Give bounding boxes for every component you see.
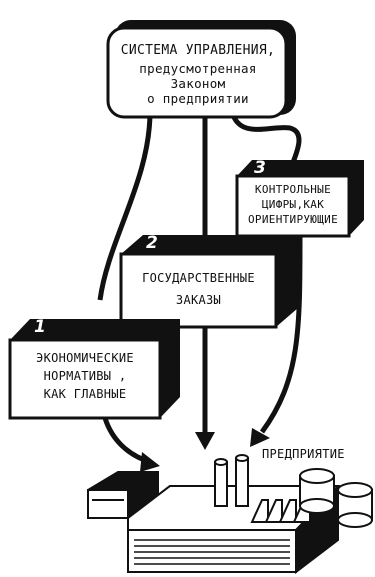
box3-line3: ОРИЕНТИРУЮЩИЕ <box>248 213 338 226</box>
arrowheads <box>140 428 270 472</box>
box1-line1: ЭКОНОМИЧЕСКИЕ <box>36 351 134 365</box>
box1-3d <box>8 319 180 420</box>
box2-line1: ГОСУДАРСТВЕННЫЕ <box>142 271 255 285</box>
enterprise-factory-illustration <box>87 454 373 575</box>
top-box-title: СИСТЕМА УПРАВЛЕНИЯ, <box>120 43 276 58</box>
box2-line2: ЗАКАЗЫ <box>175 293 222 307</box>
top-box <box>106 20 296 119</box>
line-to-box1 <box>97 111 153 301</box>
box3-3d <box>235 160 364 238</box>
top-box-line2: предусмотренная <box>139 61 257 76</box>
box1-line3: КАК ГЛАВНЫЕ <box>43 387 127 401</box>
box3-line2: ЦИФРЫ,КАК <box>261 198 325 211</box>
arrowhead-center <box>195 432 215 450</box>
box1-number: 1 <box>34 317 46 337</box>
connector-lines <box>97 111 302 301</box>
box3-line1: КОНТРОЛЬНЫЕ <box>254 183 332 196</box>
arrowhead-right <box>250 428 270 447</box>
top-box-line4: о предприятии <box>147 91 249 106</box>
line-to-box3 <box>229 111 302 166</box>
box3-number: 3 <box>254 158 266 178</box>
box2-3d <box>119 235 298 329</box>
line-box3-to-enterprise <box>259 235 303 434</box>
box1-line2: НОРМАТИВЫ , <box>43 369 127 383</box>
box2-number: 2 <box>146 233 158 253</box>
arrowhead-left <box>140 452 160 472</box>
top-box-line3: Законом <box>170 76 226 91</box>
enterprise-label: ПРЕДПРИЯТИЕ <box>262 447 345 461</box>
